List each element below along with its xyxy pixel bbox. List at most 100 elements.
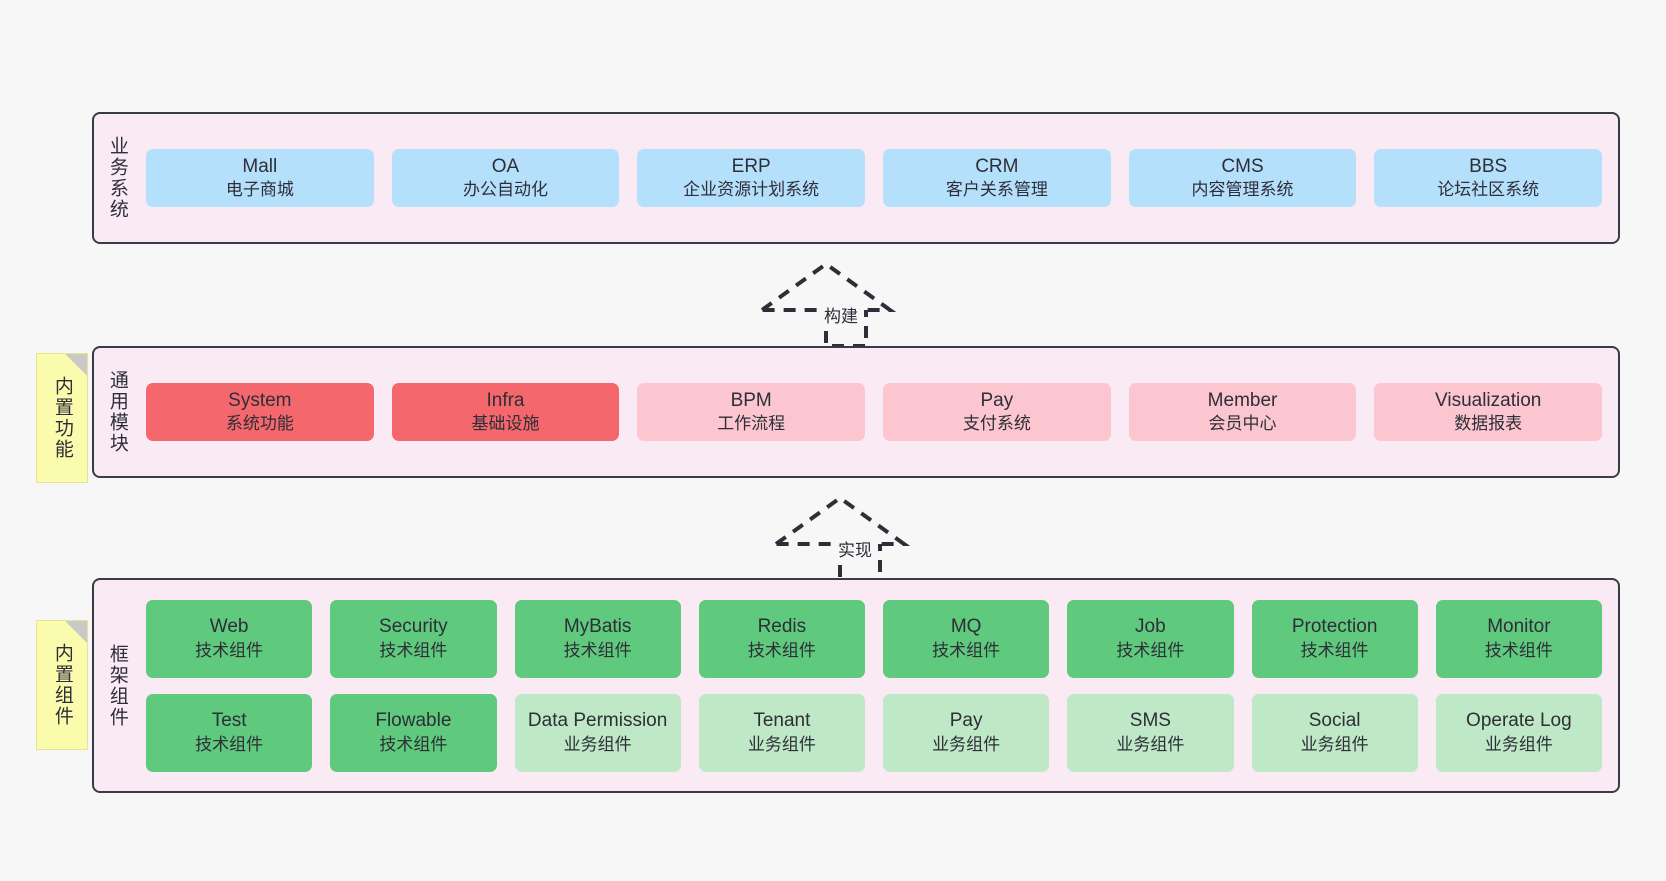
connector-build: 构建 — [755, 258, 938, 350]
card-title: System — [228, 389, 292, 411]
card-redis[interactable]: Redis 技术组件 — [698, 599, 865, 678]
card-subtitle: 系统功能 — [225, 414, 294, 434]
card-mybatis[interactable]: MyBatis 技术组件 — [514, 599, 681, 678]
card-row: System 系统功能 Infra 基础设施 BPM 工作流程 Pay 支付系统… — [146, 382, 1603, 442]
card-title: Data Permission — [527, 710, 668, 732]
card-title: CRM — [975, 155, 1019, 177]
card-title: Operate Log — [1466, 710, 1572, 732]
card-subtitle: 业务组件 — [747, 734, 816, 754]
card-title: CMS — [1221, 155, 1264, 177]
card-member[interactable]: Member 会员中心 — [1128, 382, 1357, 442]
card-visualization[interactable]: Visualization 数据报表 — [1374, 382, 1603, 442]
card-tenant[interactable]: Tenant 业务组件 — [698, 693, 865, 772]
card-social[interactable]: Social 业务组件 — [1251, 693, 1418, 772]
sticky-note-builtin-function: 内置功能 — [36, 353, 88, 483]
card-data-permission[interactable]: Data Permission 业务组件 — [514, 693, 681, 772]
card-title: SMS — [1129, 710, 1171, 732]
card-test[interactable]: Test 技术组件 — [146, 693, 313, 772]
card-subtitle: 业务组件 — [1116, 734, 1185, 754]
card-security[interactable]: Security 技术组件 — [330, 599, 497, 678]
card-subtitle: 业务组件 — [1300, 734, 1369, 754]
layer-framework: 框架组件 Web 技术组件 Security 技术组件 MyBatis 技术组件… — [92, 578, 1620, 793]
card-subtitle: 技术组件 — [1300, 640, 1369, 660]
card-row: Web 技术组件 Security 技术组件 MyBatis 技术组件 Redi… — [146, 599, 1602, 678]
card-subtitle: 技术组件 — [195, 640, 264, 660]
card-subtitle: 技术组件 — [379, 734, 448, 754]
card-monitor[interactable]: Monitor 技术组件 — [1435, 599, 1602, 678]
card-subtitle: 业务组件 — [563, 734, 632, 754]
card-cms[interactable]: CMS 内容管理系统 — [1128, 148, 1357, 208]
layer-title-business: 业务系统 — [106, 136, 128, 220]
card-title: OA — [491, 155, 520, 177]
card-subtitle: 客户关系管理 — [945, 180, 1048, 200]
card-title: Web — [209, 616, 249, 638]
card-title: Member — [1207, 389, 1278, 411]
card-pay[interactable]: Pay 支付系统 — [883, 382, 1111, 442]
layer-common: 通用模块 System 系统功能 Infra 基础设施 BPM 工作流程 Pay… — [92, 346, 1620, 478]
layer-body-common: System 系统功能 Infra 基础设施 BPM 工作流程 Pay 支付系统… — [140, 348, 1618, 476]
card-row: Mall 电子商城 OA 办公自动化 ERP 企业资源计划系统 CRM 客户关系… — [146, 148, 1603, 208]
card-flowable[interactable]: Flowable 技术组件 — [330, 693, 497, 772]
card-title: MQ — [950, 616, 982, 638]
card-subtitle: 数据报表 — [1454, 414, 1523, 434]
card-mall[interactable]: Mall 电子商城 — [146, 148, 374, 208]
card-oa[interactable]: OA 办公自动化 — [391, 148, 620, 208]
card-infra[interactable]: Infra 基础设施 — [391, 382, 620, 442]
card-title: Infra — [486, 389, 525, 411]
card-system[interactable]: System 系统功能 — [146, 382, 374, 442]
card-title: Mall — [242, 155, 278, 177]
sticky-note-label: 内置功能 — [51, 376, 73, 460]
card-subtitle: 工作流程 — [717, 414, 786, 434]
card-subtitle: 业务组件 — [1484, 734, 1553, 754]
card-subtitle: 技术组件 — [195, 734, 264, 754]
card-title: Protection — [1291, 616, 1378, 638]
layer-title-common: 通用模块 — [106, 370, 128, 454]
card-title: Flowable — [375, 710, 452, 732]
card-title: Redis — [757, 616, 807, 638]
card-bpm[interactable]: BPM 工作流程 — [637, 382, 866, 442]
card-title: Pay — [980, 389, 1014, 411]
card-subtitle: 企业资源计划系统 — [683, 180, 820, 200]
card-title: Security — [379, 616, 448, 638]
card-title: Visualization — [1435, 389, 1542, 411]
card-subtitle: 办公自动化 — [463, 180, 548, 200]
card-subtitle: 技术组件 — [747, 640, 816, 660]
card-mq[interactable]: MQ 技术组件 — [883, 599, 1050, 678]
card-sms[interactable]: SMS 业务组件 — [1067, 693, 1234, 772]
card-title: Social — [1308, 710, 1361, 732]
card-subtitle: 技术组件 — [563, 640, 632, 660]
connector-label: 构建 — [822, 302, 860, 327]
card-title: Tenant — [753, 710, 811, 732]
card-subtitle: 论坛社区系统 — [1437, 180, 1540, 200]
card-job[interactable]: Job 技术组件 — [1067, 599, 1234, 678]
card-erp[interactable]: ERP 企业资源计划系统 — [637, 148, 866, 208]
card-subtitle: 技术组件 — [1116, 640, 1185, 660]
sticky-note-label: 内置组件 — [51, 643, 73, 727]
card-subtitle: 基础设施 — [471, 414, 540, 434]
card-title: BBS — [1469, 155, 1508, 177]
card-title: BPM — [730, 389, 772, 411]
card-title: Job — [1135, 616, 1166, 638]
card-subtitle: 支付系统 — [962, 414, 1031, 434]
card-subtitle: 技术组件 — [932, 640, 1001, 660]
connector-label: 实现 — [836, 536, 874, 561]
card-subtitle: 电子商城 — [225, 180, 294, 200]
card-pay-business[interactable]: Pay 业务组件 — [883, 693, 1050, 772]
card-title: Monitor — [1487, 616, 1551, 638]
card-web[interactable]: Web 技术组件 — [146, 599, 313, 678]
card-subtitle: 会员中心 — [1208, 414, 1277, 434]
layer-business: 业务系统 Mall 电子商城 OA 办公自动化 ERP 企业资源计划系统 CRM… — [92, 112, 1620, 244]
card-title: MyBatis — [563, 616, 632, 638]
card-crm[interactable]: CRM 客户关系管理 — [883, 148, 1111, 208]
card-row: Test 技术组件 Flowable 技术组件 Data Permission … — [146, 693, 1602, 772]
layer-body-framework: Web 技术组件 Security 技术组件 MyBatis 技术组件 Redi… — [140, 580, 1618, 791]
card-operate-log[interactable]: Operate Log 业务组件 — [1435, 693, 1602, 772]
card-bbs[interactable]: BBS 论坛社区系统 — [1374, 148, 1603, 208]
card-subtitle: 技术组件 — [1484, 640, 1553, 660]
sticky-note-builtin-component: 内置组件 — [36, 620, 88, 750]
card-subtitle: 业务组件 — [932, 734, 1001, 754]
card-title: Pay — [949, 710, 983, 732]
connector-implement: 实现 — [769, 492, 952, 584]
card-protection[interactable]: Protection 技术组件 — [1251, 599, 1418, 678]
